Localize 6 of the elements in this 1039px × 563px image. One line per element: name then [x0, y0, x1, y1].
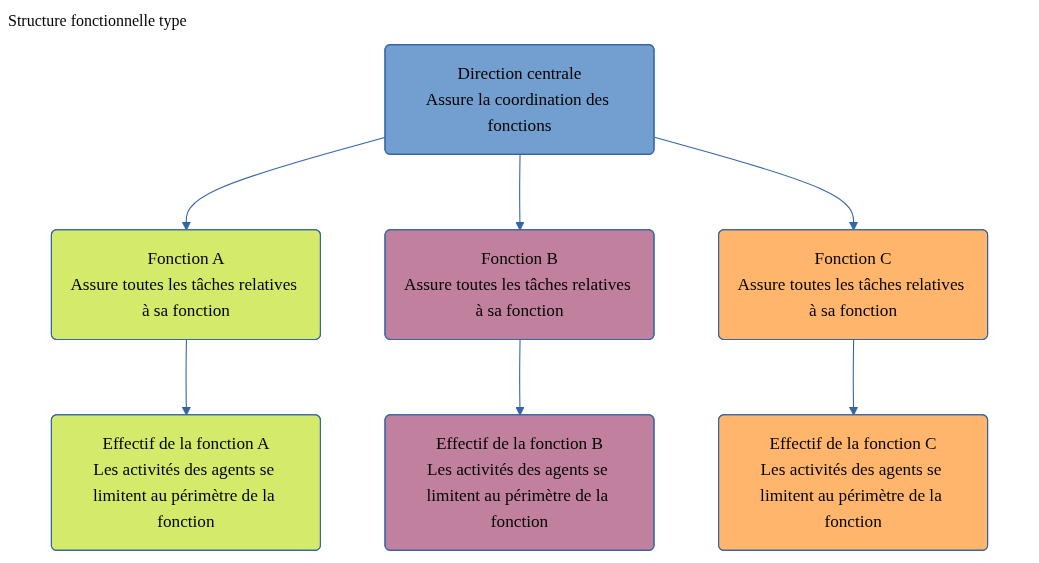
arrow — [654, 136, 859, 231]
arrow — [181, 339, 192, 416]
diagram-title: Structure fonctionnelle type — [8, 12, 187, 30]
arrow — [515, 154, 525, 231]
arrow — [515, 339, 525, 416]
arrow — [848, 339, 859, 416]
